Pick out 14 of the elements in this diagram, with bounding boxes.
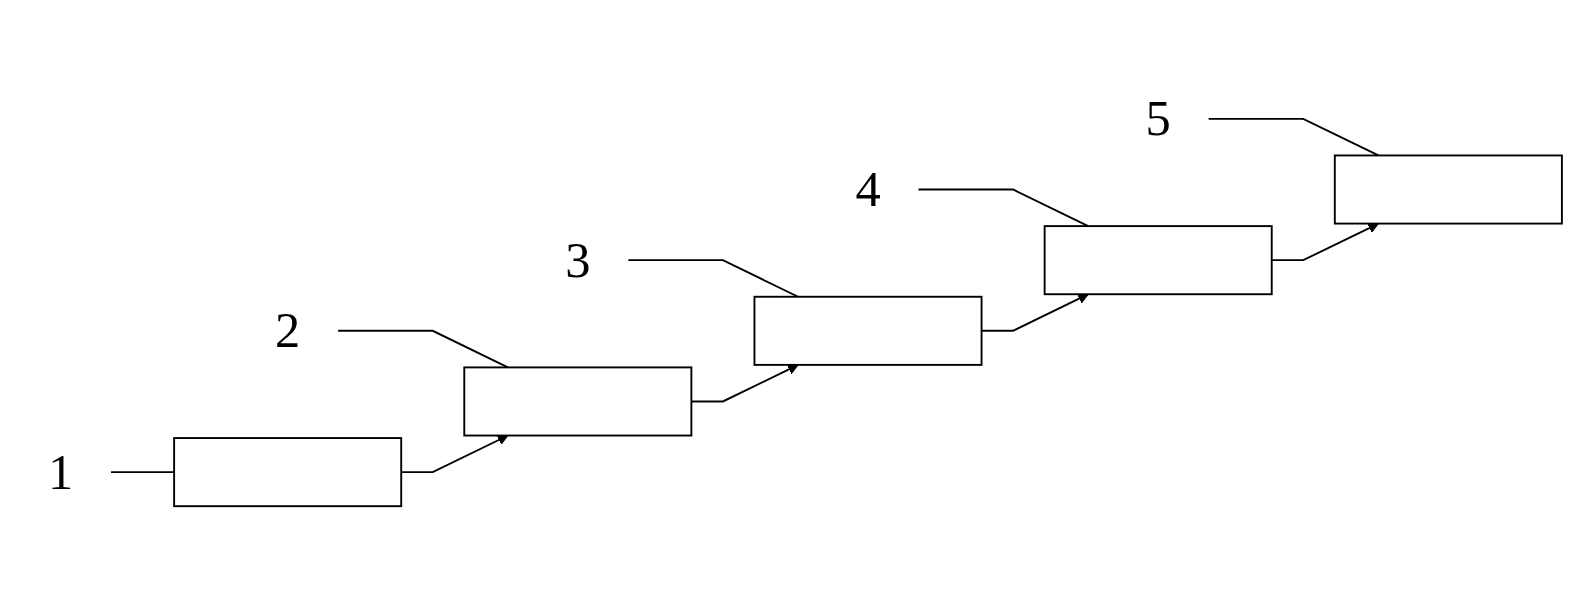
connector <box>917 188 1090 228</box>
connector <box>627 259 799 298</box>
node-box <box>753 295 983 366</box>
node-text: 5 <box>1145 89 1171 147</box>
node-text: 1 <box>47 443 74 500</box>
node-text: 4 <box>855 160 881 218</box>
node-box <box>1043 225 1273 296</box>
node-box <box>463 366 693 437</box>
node-text: 3 <box>565 231 591 288</box>
connector <box>337 329 509 369</box>
node-box <box>1333 154 1563 225</box>
node-box <box>173 437 403 508</box>
node-text: 2 <box>275 301 301 359</box>
connector <box>1207 117 1380 157</box>
